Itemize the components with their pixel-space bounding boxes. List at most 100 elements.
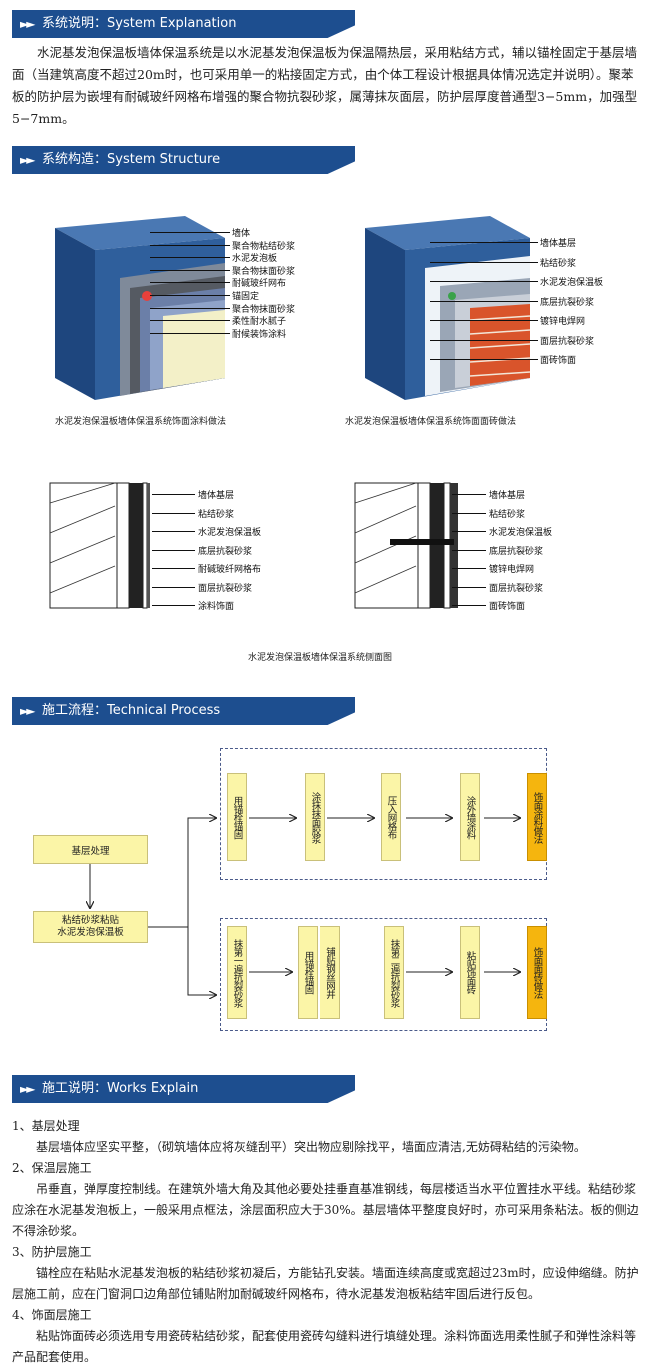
- step-top-4: 涂外墙涂料: [460, 773, 480, 861]
- works-body-2: 吊垂直，弹厚度控制线。在建筑外墙大角及其他必要处挂垂直基准钢线，每层楼适当水平位…: [12, 1182, 639, 1238]
- leader-line: [150, 332, 230, 334]
- coating-system-diagram: [55, 216, 225, 400]
- layer-label: 粘结砂浆: [489, 509, 526, 520]
- leader-line: [452, 512, 486, 514]
- leader-line: [430, 359, 538, 360]
- caption-tile: 水泥发泡保温板墙体保温系统饰面面砖做法: [345, 417, 517, 427]
- caption-coating: 水泥发泡保温板墙体保温系统饰面涂料做法: [55, 417, 227, 427]
- leader-line: [452, 494, 486, 495]
- leader-line: [150, 307, 230, 309]
- double-arrow-icon: ►►: [20, 704, 36, 718]
- works-body-1: 基层墙体应坚实平整，（砌筑墙体应将灰缝刮平）突出物应剔除找平，墙面应清洁,无妨碍…: [36, 1140, 586, 1154]
- section-drawing-right: [354, 482, 458, 609]
- layer-label: 墙体基层: [489, 491, 526, 501]
- works-heading-1: 1、基层处理: [12, 1119, 80, 1133]
- step-bond-board: 粘结砂浆粘贴 水泥发泡保温板: [33, 911, 148, 943]
- step-base-treatment: 基层处理: [33, 835, 148, 864]
- section-header-works: ►► 施工说明：Works Explain: [12, 1075, 355, 1103]
- leader-line: [430, 320, 538, 321]
- section-title: 系统构造：System Structure: [42, 152, 221, 167]
- layer-label: 聚合物抹面砂浆: [232, 304, 296, 315]
- step-top-finish: 饰面涂料做法: [527, 773, 547, 861]
- layer-label: 水泥发泡保温板: [540, 278, 604, 288]
- leader-line: [452, 568, 486, 569]
- works-body-3: 锚栓应在粘贴水泥基发泡板的粘结砂浆初凝后，方能钻孔安装。墙面连续高度或宽超过23…: [12, 1266, 639, 1301]
- leader-line: [430, 242, 538, 243]
- layer-label: 底层抗裂砂浆: [540, 297, 595, 308]
- step-top-1: 用锚栓锚固: [227, 773, 247, 861]
- leader-line: [152, 512, 195, 514]
- works-heading-4: 4、饰面层施工: [12, 1308, 92, 1322]
- leader-line: [452, 531, 486, 532]
- leader-line: [430, 261, 538, 263]
- leader-line: [152, 549, 195, 551]
- layer-label: 粘结砂浆: [540, 258, 577, 269]
- leader-line: [150, 257, 230, 259]
- layer-label: 面层抗裂砂浆: [489, 583, 544, 594]
- section-header-process: ►► 施工流程：Technical Process: [12, 697, 355, 725]
- layer-label: 墙体基层: [540, 239, 577, 249]
- layer-label: 粘结砂浆: [198, 509, 235, 520]
- explanation-paragraph: 水泥基发泡保温板墙体保温系统是以水泥基发泡保温板为保温隔热层，采用粘结方式，辅以…: [12, 45, 638, 126]
- leader-line: [452, 605, 486, 606]
- leader-line: [150, 320, 230, 322]
- layer-label: 聚合物粘结砂浆: [232, 241, 296, 252]
- works-heading-2: 2、保温层施工: [12, 1161, 92, 1175]
- layer-label: 水泥发泡保温板: [489, 528, 553, 538]
- leader-line: [150, 295, 230, 296]
- step-bottom-3: 铺贴钢丝网井: [320, 926, 340, 1019]
- step-bottom-5: 粘贴饰面砖: [460, 926, 480, 1019]
- layer-label: 面层抗裂砂浆: [540, 336, 595, 347]
- step-bottom-finish: 饰面面砖做法: [527, 926, 547, 1019]
- layer-label: 墙体基层: [198, 491, 235, 501]
- layer-label: 面砖饰面: [489, 602, 526, 612]
- section-drawing-left: [49, 482, 150, 609]
- layer-label: 面砖饰面: [540, 356, 577, 366]
- leader-line: [430, 300, 538, 302]
- layer-label: 耐碱玻纤网格布: [198, 565, 262, 575]
- layer-label: 墙体: [232, 229, 251, 239]
- leader-line: [152, 568, 195, 569]
- tile-system-diagram: [365, 216, 531, 400]
- leader-line: [430, 281, 538, 282]
- section-title: 施工流程：Technical Process: [42, 703, 221, 718]
- leader-line: [152, 531, 195, 532]
- works-body-4: 粘贴饰面砖必须选用专用瓷砖粘结砂浆，配套使用瓷砖勾缝料进行填缝处理。涂料饰面选用…: [12, 1329, 637, 1364]
- layer-label: 底层抗裂砂浆: [198, 546, 253, 557]
- flow-connectors: [0, 740, 651, 1040]
- leader-line: [152, 605, 195, 606]
- section-header-explanation: ►► 系统说明：System Explanation: [12, 10, 355, 38]
- works-heading-3: 3、防护层施工: [12, 1245, 92, 1259]
- step-top-3: 压入网格布: [381, 773, 401, 861]
- layer-label: 面层抗裂砂浆: [198, 583, 253, 594]
- layer-label: 水泥发泡保温板: [198, 528, 262, 538]
- layer-label: 耐碱玻纤网布: [232, 279, 287, 290]
- layer-label: 聚合物抹面砂浆: [232, 266, 296, 277]
- step-bottom-2: 用锚栓锚固: [298, 926, 318, 1019]
- leader-line: [152, 494, 195, 495]
- leader-line: [430, 339, 538, 341]
- leader-line: [150, 232, 230, 233]
- leader-line: [150, 244, 230, 246]
- layer-label: 底层抗裂砂浆: [489, 546, 544, 557]
- step-bottom-4: 抹第二遍抗裂砂浆: [384, 926, 404, 1019]
- layer-label: 镀锌电焊网: [540, 317, 586, 327]
- section-title: 系统说明：System Explanation: [42, 16, 237, 31]
- leader-line: [150, 269, 230, 271]
- double-arrow-icon: ►►: [20, 1082, 36, 1096]
- leader-line: [152, 586, 195, 588]
- leader-line: [150, 282, 230, 284]
- layer-label: 镀锌电焊网: [489, 565, 535, 575]
- leader-line: [452, 586, 486, 588]
- layer-label: 锚固定: [232, 292, 260, 302]
- layer-label: 柔性耐水腻子: [232, 317, 287, 328]
- caption-section: 水泥发泡保温板墙体保温系统侧面图: [248, 653, 393, 663]
- double-arrow-icon: ►►: [20, 17, 36, 31]
- section-header-structure: ►► 系统构造：System Structure: [12, 146, 355, 174]
- works-explain: 1、基层处理 基层墙体应坚实平整，（砌筑墙体应将灰缝刮平）突出物应剔除找平，墙面…: [12, 1116, 639, 1368]
- layer-label: 耐候装饰涂料: [232, 329, 287, 340]
- section-title: 施工说明：Works Explain: [42, 1081, 199, 1096]
- leader-line: [452, 549, 486, 551]
- step-bottom-1: 抹第一遍抗裂砂浆: [227, 926, 247, 1019]
- layer-label: 水泥发泡板: [232, 254, 278, 265]
